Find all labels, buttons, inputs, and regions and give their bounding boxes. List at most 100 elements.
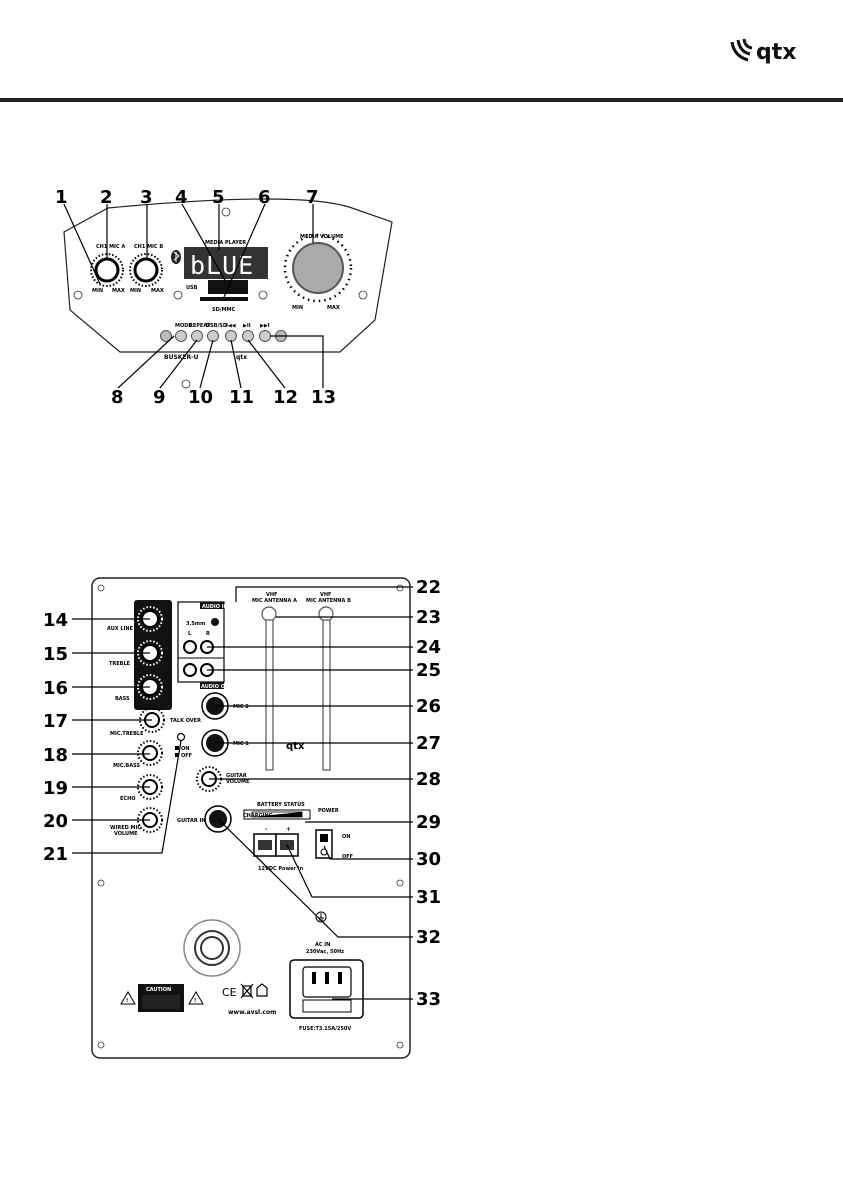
label-mic2: MIC 2: [233, 704, 249, 710]
callout-24: 24: [416, 637, 441, 658]
play-pause-button[interactable]: [242, 330, 254, 342]
label-mic-bass: MIC.BASS: [113, 763, 140, 769]
mic-a-knob[interactable]: [90, 253, 124, 287]
label-on: ON: [181, 746, 189, 752]
callout-5: 5: [212, 187, 225, 208]
label-treble: TREBLE: [109, 661, 131, 667]
label-battery-status: BATTERY STATUS: [257, 802, 305, 808]
label-bass: BASS: [115, 696, 130, 702]
off-marker: [175, 753, 179, 757]
label-wired-mic-2: VOLUME: [114, 831, 138, 837]
next-button[interactable]: [259, 330, 271, 342]
antennas: [261, 606, 334, 771]
label-website: www.avsl.com: [228, 1009, 276, 1016]
label-plus: +: [286, 826, 291, 833]
left-screw: [160, 330, 172, 342]
fuse-holder[interactable]: [302, 999, 352, 1013]
callout-4: 4: [175, 187, 188, 208]
prev-button[interactable]: [225, 330, 237, 342]
audio-out-tab: [200, 682, 224, 689]
media-volume-knob[interactable]: [283, 233, 353, 303]
label-talk-over: TALK OVER: [170, 718, 201, 724]
label-dc-in: 12VDC Power In: [258, 866, 304, 872]
label-mic1: MIC 1: [233, 741, 249, 747]
rear-panel-figure: AUX LINE TREBLE BASS MIC.TREBLE MIC.BASS…: [43, 577, 441, 1059]
rca-out-left[interactable]: [183, 663, 197, 677]
callout-25: 25: [416, 660, 441, 681]
callout-16: 16: [43, 678, 68, 699]
label-off: OFF: [181, 753, 192, 759]
top-screws: [73, 207, 368, 389]
callout-19: 19: [43, 778, 68, 799]
label-repeat: REPEAT: [189, 323, 211, 329]
repeat-button[interactable]: [191, 330, 203, 342]
audio-in-tab: [200, 602, 224, 609]
header-rule: [0, 98, 843, 102]
label-max-vol: MAX: [327, 305, 340, 311]
label-minus: -: [265, 826, 268, 833]
led-display: [184, 247, 268, 279]
callout-12: 12: [273, 387, 298, 408]
callout-33: 33: [416, 989, 441, 1010]
weee-bin-icon: [242, 985, 252, 997]
aux-3-5mm-jack[interactable]: [211, 618, 219, 626]
label-ac-in: AC IN: [315, 942, 330, 948]
on-marker: [175, 746, 179, 750]
callout-32: 32: [416, 927, 441, 948]
sd-slot[interactable]: [200, 297, 248, 301]
callout-8: 8: [111, 387, 124, 408]
top-panel-figure: CH1 MIC A CH1 MIC B MIN MAX MIN MAX MEDI…: [55, 187, 393, 408]
label-echo: ECHO: [120, 796, 136, 802]
callout-27: 27: [416, 733, 441, 754]
callout-2: 2: [100, 187, 113, 208]
model-name: BUSKER-U: [164, 354, 199, 361]
top-callout-numbers: 1 2 3 4 5 6 7 8 9 10 11 12 13: [55, 187, 336, 408]
label-ch-b: CH1 MIC B: [134, 244, 163, 250]
mode-button[interactable]: [175, 330, 187, 342]
speaker-vent: [183, 919, 241, 977]
label-usb-sd: USB/SD: [206, 323, 227, 329]
label-fuse: FUSE:T3.15A/250V: [299, 1026, 351, 1032]
callout-10: 10: [188, 387, 213, 408]
label-audio-out: AUDIO OUT: [201, 684, 233, 690]
top-panel-logo: qtx: [236, 354, 247, 361]
rear-logo: qtx: [286, 741, 305, 752]
label-r: R: [206, 631, 210, 637]
bluetooth-icon: [171, 250, 181, 264]
label-sw-off: OFF: [342, 854, 353, 860]
callout-26: 26: [416, 696, 441, 717]
label-min-b: MIN: [130, 288, 141, 294]
ground-icon: [315, 911, 327, 923]
rear-callout-numbers: 14 15 16 17 18 19 20 21 22 23 24 25 26 2…: [43, 577, 441, 1010]
callout-11: 11: [229, 387, 254, 408]
label-audio-in: AUDIO IN: [202, 604, 228, 610]
label-l: L: [188, 631, 192, 637]
usb-sd-button[interactable]: [207, 330, 219, 342]
brand-logo: qtx: [728, 34, 808, 68]
label-antenna-b: MIC ANTENNA B: [306, 598, 351, 604]
talk-over-switch[interactable]: [176, 732, 186, 742]
indoor-use-icon: [256, 983, 268, 997]
label-charging: CHARGING: [243, 813, 273, 819]
top-callout-lines: [63, 203, 324, 389]
label-media-player: MEDIA PLAYER: [205, 240, 246, 246]
callout-29: 29: [416, 812, 441, 833]
label-aux-line: AUX LINE: [107, 626, 134, 632]
callout-7: 7: [306, 187, 319, 208]
callout-1: 1: [55, 187, 68, 208]
label-antenna-a: MIC ANTENNA A: [252, 598, 297, 604]
svg-text:!: !: [194, 998, 196, 1004]
callout-28: 28: [416, 769, 441, 790]
callout-15: 15: [43, 644, 68, 665]
wave-logo-icon: [730, 38, 753, 62]
callout-18: 18: [43, 745, 68, 766]
callout-21: 21: [43, 844, 68, 865]
rca-in-left[interactable]: [183, 640, 197, 654]
label-max-a: MAX: [112, 288, 125, 294]
label-guitar-1: GUITAR: [226, 773, 247, 779]
mic-bass-knob[interactable]: [142, 745, 158, 761]
mic-b-knob[interactable]: [129, 253, 163, 287]
ce-mark-icon: CE: [222, 986, 237, 999]
callout-22: 22: [416, 577, 441, 598]
